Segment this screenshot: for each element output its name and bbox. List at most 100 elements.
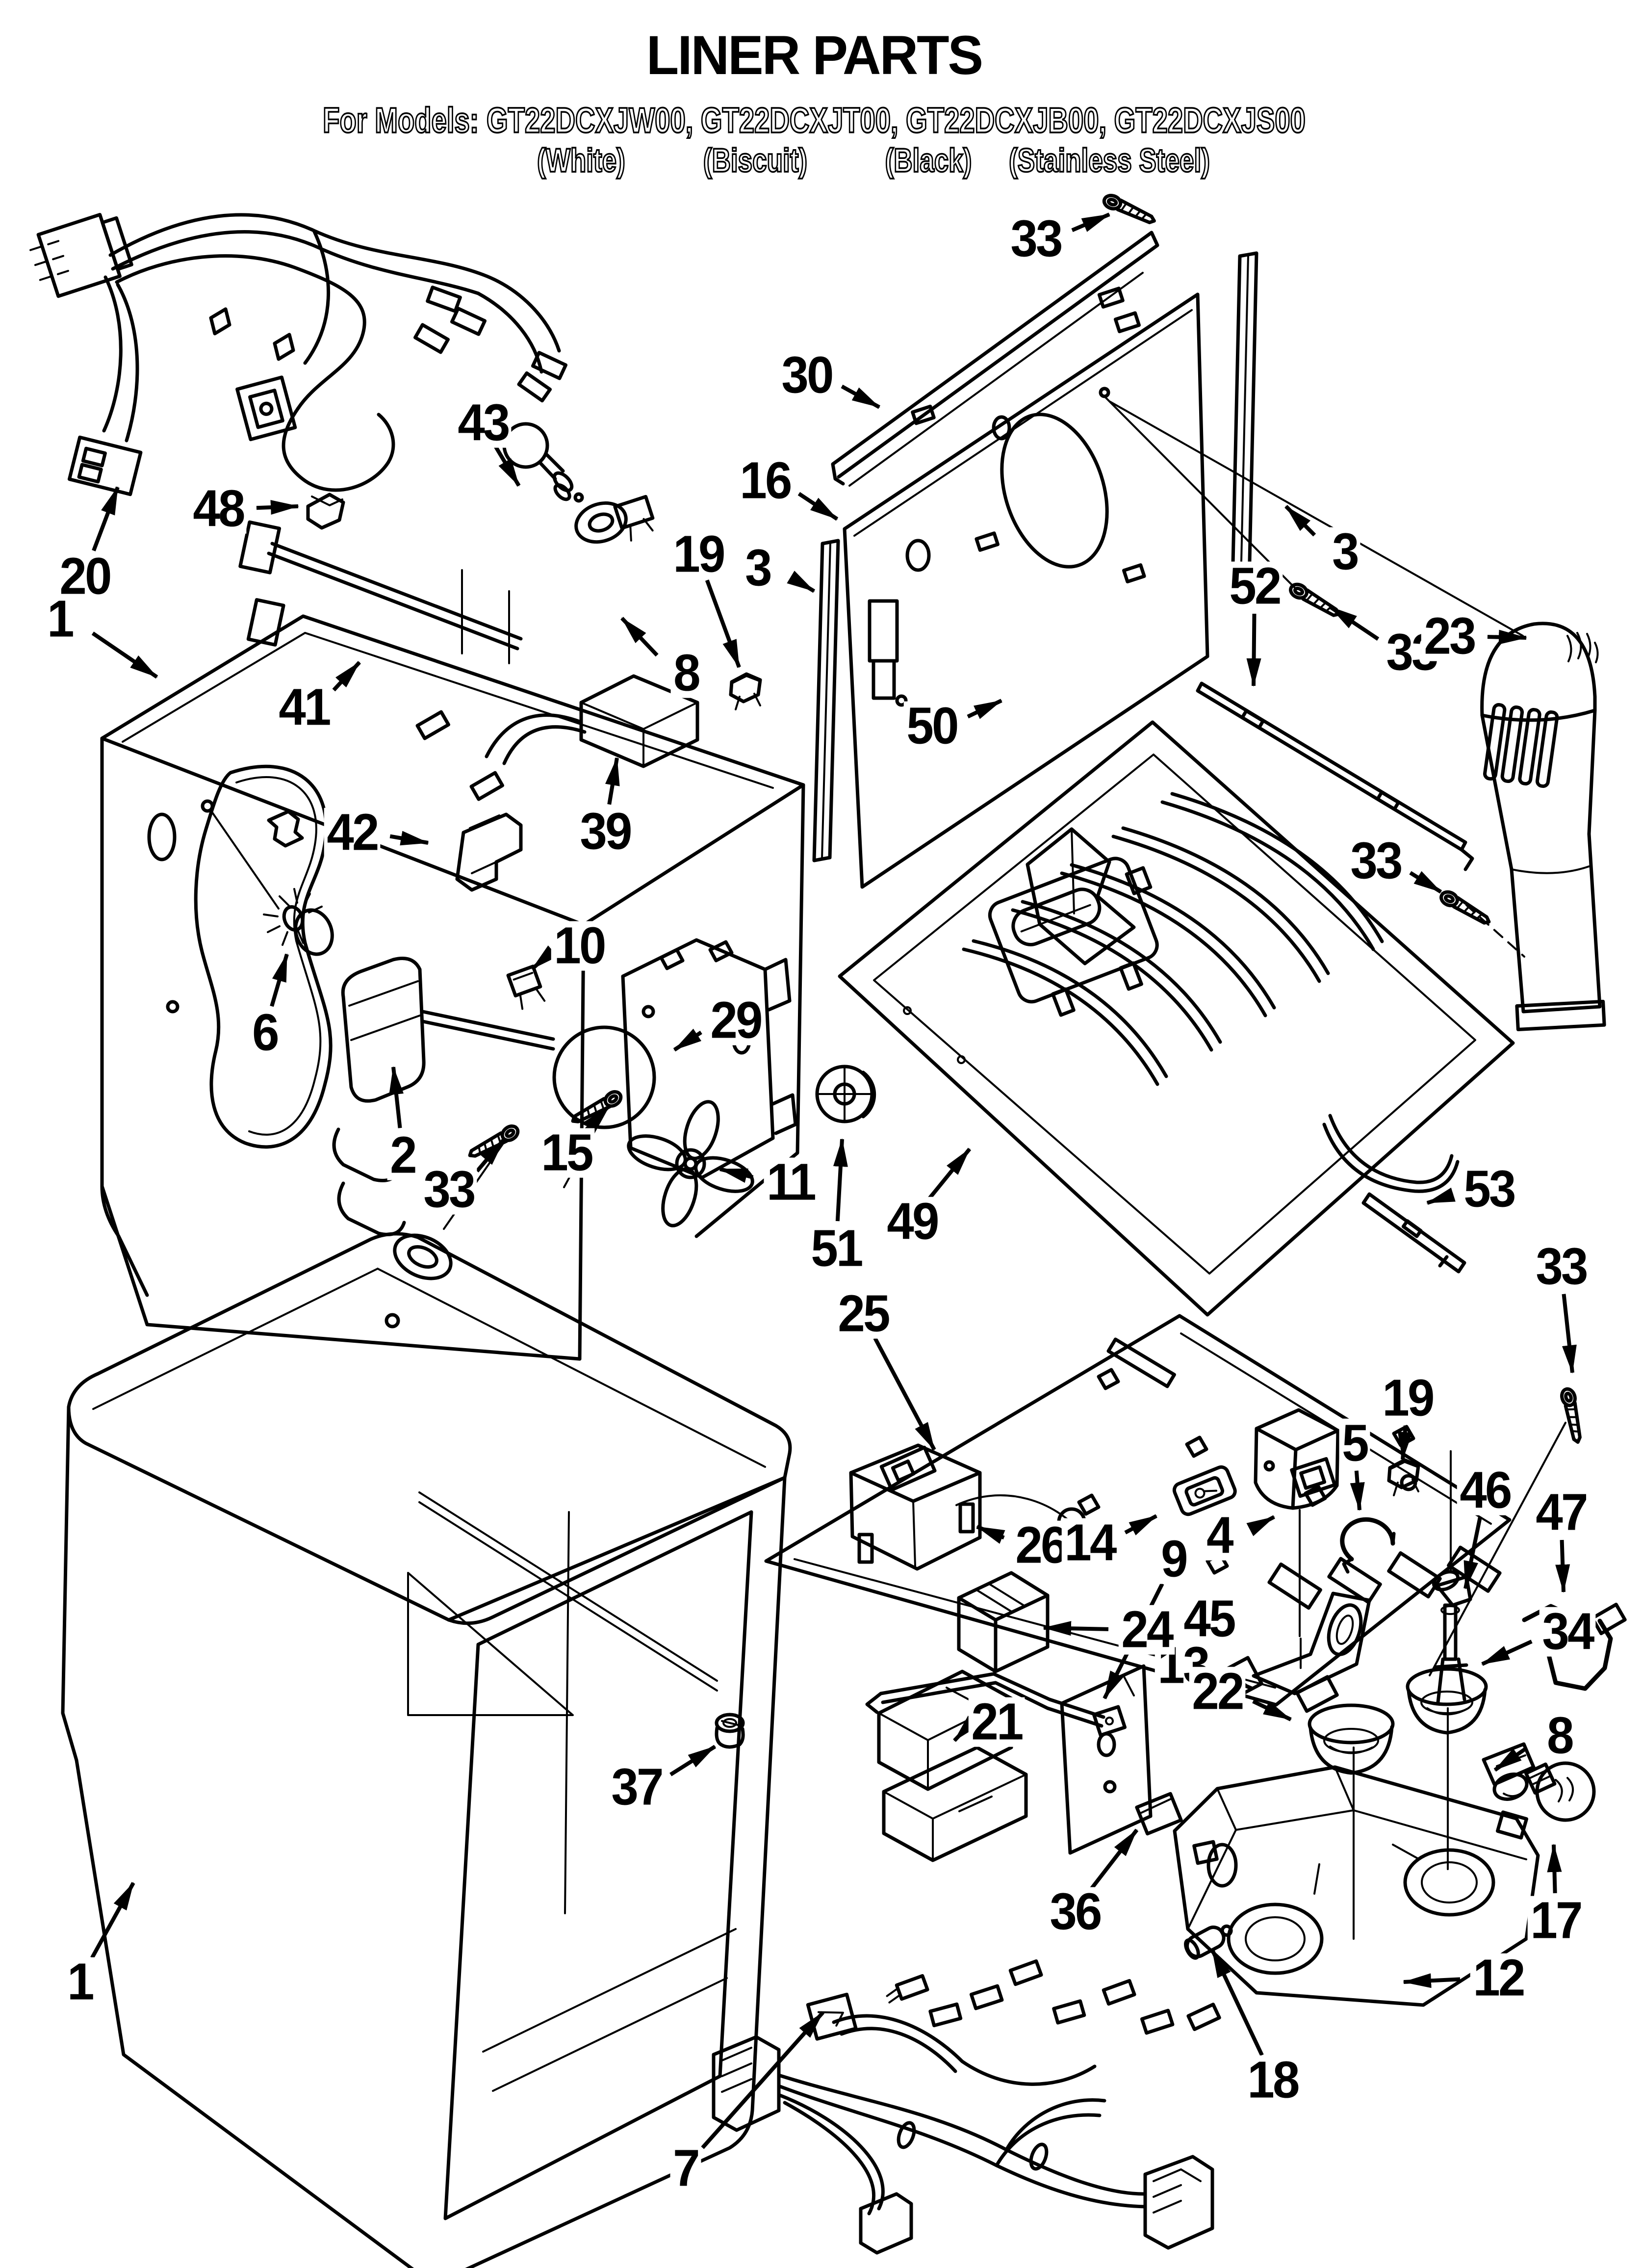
- callout-39-12: 39: [577, 806, 634, 857]
- callout-23-23: 23: [1421, 610, 1478, 662]
- callout-30-1: 30: [778, 349, 835, 401]
- leader-12-46: [1403, 1973, 1461, 1988]
- air-duct-21-art: [877, 1669, 1028, 1862]
- leader-34-43: [1481, 1640, 1533, 1666]
- leader-43-6: [494, 445, 521, 487]
- leader-1-9: [91, 631, 158, 679]
- rail-53-art: [1361, 1192, 1466, 1274]
- callout-7-51: 7: [670, 2142, 701, 2194]
- callout-16-2: 16: [737, 455, 794, 506]
- callout-19-36: 19: [1379, 1372, 1436, 1424]
- leader-20-8: [92, 486, 120, 551]
- callout-24-40: 24: [1118, 1604, 1175, 1655]
- control-box-26-art: [849, 1443, 982, 1571]
- callout-49-27: 49: [884, 1196, 941, 1247]
- callout-33-0: 33: [1007, 213, 1064, 264]
- trim-strip-3-left-art: [812, 539, 840, 862]
- leader-49-27: [926, 1147, 972, 1201]
- callout-46-37: 46: [1457, 1464, 1514, 1516]
- callout-3-20: 3: [1329, 526, 1360, 577]
- leader-26-31: [976, 1525, 1005, 1544]
- callout-51-26: 51: [808, 1223, 865, 1274]
- callout-53-28: 53: [1461, 1163, 1517, 1215]
- callout-33-29: 33: [1533, 1241, 1590, 1292]
- callout-22-42: 22: [1189, 1666, 1246, 1717]
- leader-19-36: [1397, 1425, 1412, 1460]
- leader-23-23: [1487, 629, 1527, 645]
- callout-26-31: 26: [1012, 1519, 1069, 1571]
- leader-33-0: [1071, 212, 1110, 232]
- grommet-37-art: [715, 1713, 745, 1749]
- air-tower-23-art: [1480, 622, 1606, 1031]
- leader-5-35: [1350, 1470, 1365, 1511]
- callout-50-24: 50: [903, 700, 960, 752]
- callout-33-25: 33: [1347, 835, 1404, 886]
- rail-52-art: [1196, 681, 1474, 871]
- callout-3-3: 3: [742, 542, 773, 594]
- callout-4-34: 4: [1204, 1510, 1235, 1561]
- callout-43-6: 43: [455, 397, 512, 448]
- callout-29-16: 29: [707, 994, 764, 1046]
- callout-21-49: 21: [968, 1696, 1025, 1747]
- lamp-18-art: [1184, 1924, 1233, 1960]
- callout-14-32: 14: [1061, 1517, 1118, 1568]
- callout-19-4: 19: [670, 528, 727, 580]
- leader-24-40: [1043, 1621, 1109, 1636]
- models-line: For Models: GT22DCXJW00, GT22DCXJT00, GT…: [322, 100, 1306, 141]
- callout-1-52: 1: [64, 1956, 96, 2007]
- leader-14-32: [1124, 1514, 1157, 1536]
- leader-37-50: [669, 1745, 717, 1776]
- top-rail-30-art: [831, 231, 1159, 487]
- callout-9-33: 9: [1158, 1533, 1189, 1585]
- leader-6-13: [270, 953, 289, 1007]
- lamp-socket-8-art: [574, 495, 655, 544]
- pin-46-art: [1432, 1570, 1472, 1704]
- callout-37-50: 37: [608, 1761, 665, 1813]
- callout-8-5: 8: [670, 647, 702, 699]
- bulb-17-art: [1524, 1761, 1596, 1822]
- bracket-42-art: [455, 812, 523, 892]
- callout-18-47: 18: [1244, 2054, 1301, 2106]
- color-label-white: (White): [537, 141, 626, 180]
- leader-21-49: [953, 1716, 979, 1742]
- assembly-lines-art: [1300, 1450, 1452, 1940]
- clip-5-art: [1340, 1517, 1396, 1574]
- callout-10-14: 10: [551, 920, 608, 971]
- leader-7-51: [701, 2011, 824, 2149]
- callout-15-18: 15: [538, 1127, 595, 1178]
- leader-33-21: [1329, 605, 1380, 641]
- leader-3-3: [787, 571, 816, 593]
- callout-12-46: 12: [1470, 1952, 1527, 2004]
- leader-17-45: [1547, 1844, 1562, 1894]
- callout-1-9: 1: [44, 593, 76, 645]
- leader-2-15: [389, 1066, 404, 1128]
- wire-harness-7-art: [712, 1959, 1221, 2255]
- callout-20-8: 20: [56, 550, 113, 602]
- leader-25-30: [873, 1337, 936, 1451]
- leader-29-16: [673, 1028, 702, 1052]
- roller-51-art: [815, 1065, 876, 1123]
- leader-36-48: [1089, 1828, 1139, 1891]
- leader-39-12: [605, 757, 620, 805]
- clip-48-art: [306, 493, 345, 530]
- leader-3-20: [1284, 505, 1316, 537]
- wire-shield-41-art: [238, 520, 523, 664]
- lamp-housing-12-art: [1173, 1765, 1540, 2007]
- label-36-art: [1135, 1792, 1183, 1836]
- leader-33-29: [1562, 1294, 1577, 1374]
- color-label-stainless: (Stainless Steel): [1008, 141, 1210, 180]
- callout-42-11: 42: [324, 807, 381, 858]
- callout-48-7: 48: [190, 483, 247, 534]
- bracket-9-art: [865, 1672, 1127, 1737]
- leader-4-34: [1246, 1515, 1275, 1537]
- leader-33-25: [1409, 871, 1442, 894]
- thermostat-clip-10-art: [506, 965, 546, 1010]
- lower-liner-1-art: [61, 1232, 792, 2268]
- leader-30-1: [841, 385, 880, 409]
- callout-33-21: 33: [1383, 626, 1440, 678]
- leader-8-44: [1493, 1747, 1527, 1772]
- leader-33-19: [475, 1138, 506, 1173]
- duct-39-art: [415, 674, 699, 801]
